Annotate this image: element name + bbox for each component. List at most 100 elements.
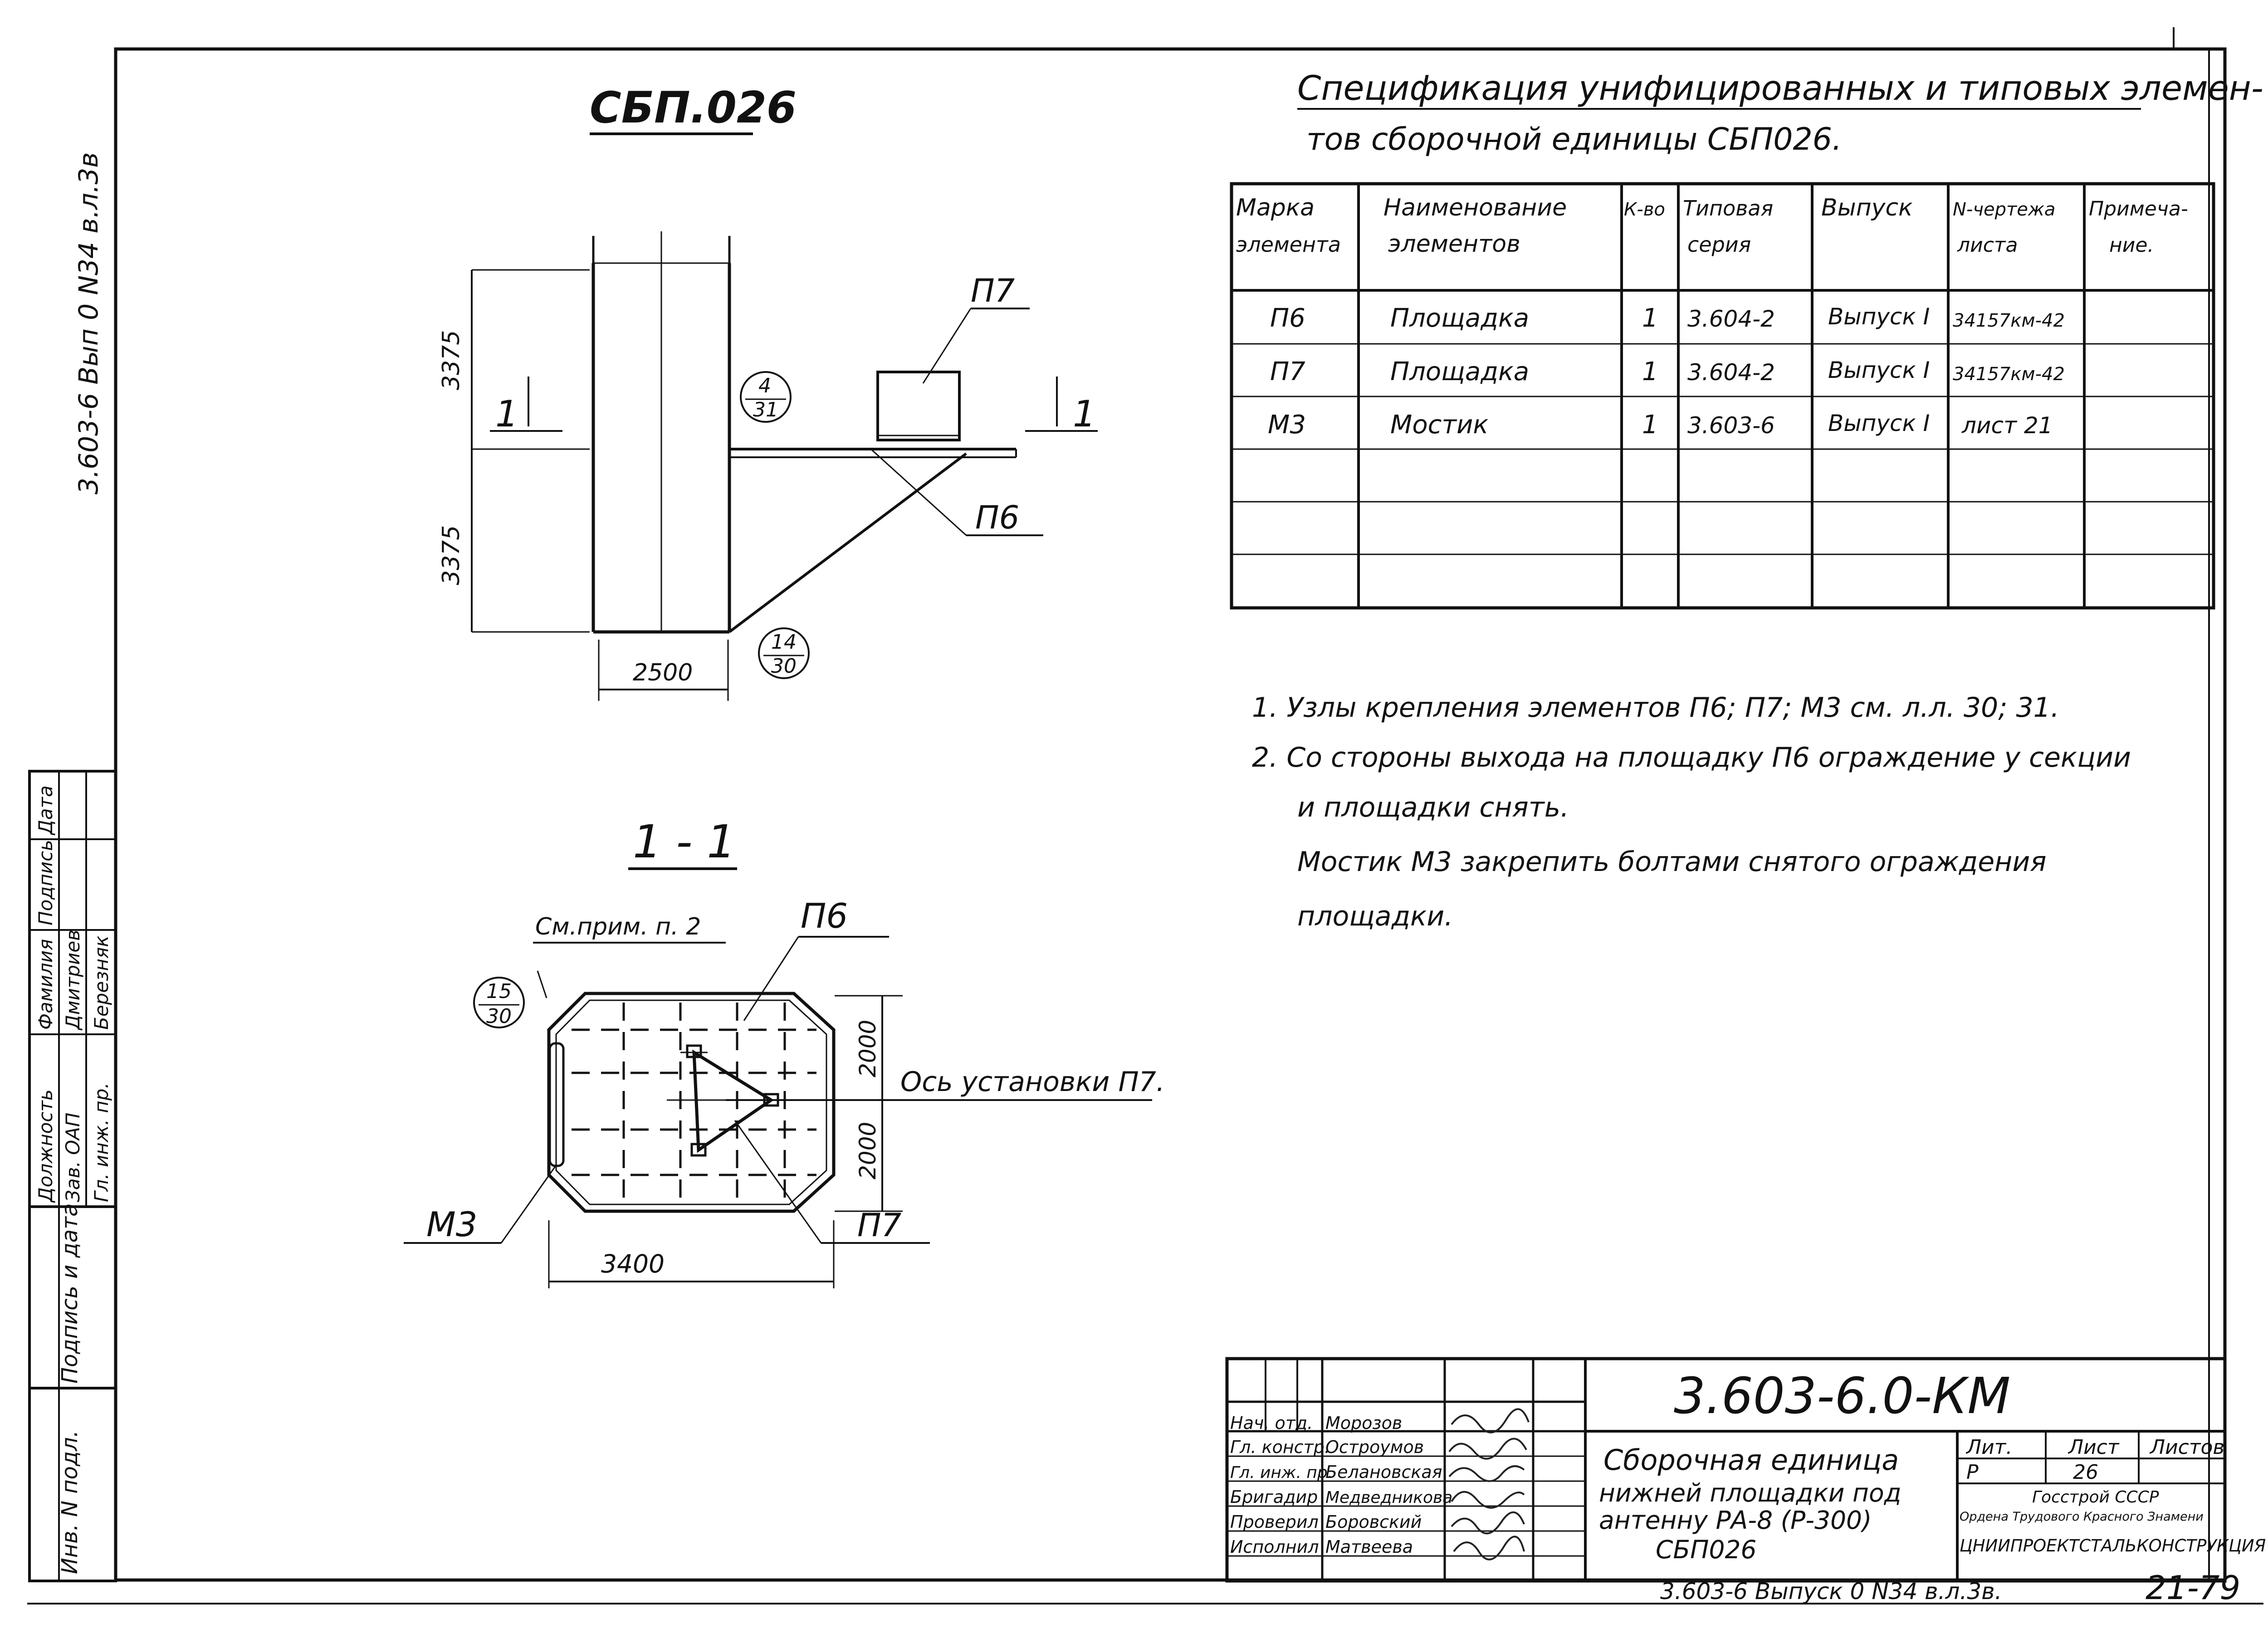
spec-row1-series: 3.604-2: [1687, 306, 1775, 332]
spec-header-name-1: Наименование: [1383, 194, 1567, 221]
label-m3-section: М3: [426, 1204, 477, 1244]
label-p6-section: П6: [801, 896, 848, 936]
staff-row4-role: Бригадир: [1230, 1487, 1318, 1507]
staff-row3-name: Белановская: [1325, 1462, 1442, 1482]
sheets-label: Листов: [2149, 1436, 2224, 1459]
spec-row1-issue: Выпуск I: [1828, 303, 1930, 330]
note-2-end: площадки.: [1297, 900, 1453, 932]
svg-text:30: 30: [771, 655, 797, 678]
label-p7-main: П7: [971, 272, 1015, 309]
svg-text:31: 31: [753, 398, 778, 421]
notes: 1. Узлы крепления элементов П6; П7; М3 с…: [1252, 692, 2131, 932]
spec-header-series-1: Типовая: [1683, 196, 1773, 220]
axis-label: Ось установки П7.: [900, 1066, 1165, 1098]
sheet-value: 26: [2073, 1461, 2098, 1484]
org-line3: ЦНИИПРОЕКТСТАЛЬКОНСТРУКЦИЯ: [1960, 1536, 2266, 1556]
section-mark-right: 1: [1073, 393, 1096, 435]
staff-row5-name: Боровский: [1325, 1512, 1422, 1532]
spec-section: Спецификация унифицированных и типовых э…: [1230, 68, 2263, 610]
stamp-inv-no: Инв. N подл.: [57, 1430, 83, 1574]
spec-title-line2: тов сборочной единицы СБП026.: [1306, 122, 1842, 157]
staff-row3-role: Гл. инж. пр.: [1230, 1463, 1333, 1482]
spec-row2-name: Площадка: [1390, 357, 1529, 386]
section-mark-left: 1: [495, 393, 518, 435]
spec-row3-series: 3.603-6: [1687, 412, 1775, 439]
main-view: СБП.026 3375 3375 2500 1: [438, 83, 1098, 701]
note-2: 2. Со стороны выхода на площадку П6 огра…: [1252, 742, 2131, 773]
lit-value: Р: [1966, 1461, 1979, 1484]
stamp-header-name: Фамилия: [34, 939, 57, 1030]
node-callout-15-30: 15 30: [473, 977, 525, 1028]
stamp-header-post: Должность: [34, 1089, 57, 1203]
desc-line2: нижней площадки под: [1599, 1478, 1901, 1507]
spec-row2-sheet: 34157км-42: [1953, 364, 2065, 385]
doc-code: 3.603-6.0-КМ: [1674, 1367, 2010, 1425]
spec-row1-sheet: 34157км-42: [1953, 310, 2065, 331]
signatures: [1448, 1408, 1530, 1561]
stamp-row1-name: Дмитриев: [62, 930, 84, 1031]
note-2-cont: и площадки снять.: [1297, 792, 1569, 823]
spec-header-qty: К-во: [1624, 199, 1665, 220]
spec-row2-series: 3.604-2: [1687, 359, 1775, 386]
spec-header-sheet-1: N-чертежа: [1953, 199, 2055, 220]
bottom-line: 3.603-6 Выпуск 0 N34 в.л.3в.: [1660, 1578, 2002, 1605]
section-view: 1 - 1 2000 2000: [404, 815, 1165, 1288]
dim-lower: 3375: [438, 525, 465, 585]
margin-code: 3.603-6 Вып 0 N34 в.л.3в: [73, 152, 104, 494]
spec-header-mark-2: элемента: [1236, 232, 1341, 257]
staff-row1-name: Морозов: [1325, 1413, 1402, 1433]
staff-row2-name: Остроумов: [1325, 1437, 1424, 1457]
spec-row2-issue: Выпуск I: [1828, 357, 1930, 383]
dim-2000-a: 2000: [855, 1020, 881, 1077]
spec-row3-name: Мостик: [1390, 410, 1488, 440]
spec-header-note-2: ние.: [2109, 234, 2154, 257]
spec-row3-mark: М3: [1268, 410, 1306, 440]
spec-row3-sheet: лист 21: [1961, 412, 2053, 439]
node-callout-14-30: 14 30: [758, 627, 810, 679]
spec-header-name-2: элементов: [1388, 230, 1520, 258]
spec-header-note-1: Примеча-: [2089, 197, 2188, 220]
spec-row1-mark: П6: [1270, 303, 1305, 333]
org-line2: Ордена Трудового Красного Знамени: [1960, 1510, 2204, 1524]
spec-row2-mark: П7: [1270, 357, 1305, 386]
stamp-row1-post: Зав. ОАП: [62, 1113, 84, 1203]
desc-line4: СБП026: [1656, 1535, 1756, 1564]
dim-2000-b: 2000: [855, 1122, 881, 1179]
spec-header-series-2: серия: [1687, 232, 1751, 257]
dim-upper: 3375: [438, 330, 465, 390]
spec-row3-qty: 1: [1642, 410, 1658, 440]
note-ref: См.прим. п. 2: [535, 913, 701, 940]
spec-title-line1: Спецификация унифицированных и типовых э…: [1297, 68, 2263, 108]
spec-row2-qty: 1: [1642, 357, 1658, 386]
sheet-label: Лист: [2068, 1436, 2120, 1459]
staff-row2-role: Гл. констр.: [1230, 1437, 1330, 1457]
left-stamp: [28, 770, 117, 1582]
staff-row4-name: Медведникова: [1325, 1488, 1452, 1507]
note-2-bridge: Мостик М3 закрепить болтами снятого огра…: [1297, 846, 2047, 878]
svg-text:4: 4: [758, 374, 771, 397]
svg-text:15: 15: [486, 980, 512, 1003]
staff-row6-role: Исполнил: [1230, 1537, 1319, 1557]
lit-label: Лит.: [1965, 1436, 2012, 1459]
main-view-title: СБП.026: [590, 83, 797, 133]
spec-table: [1230, 182, 2215, 610]
staff-row6-name: Матвеева: [1325, 1537, 1413, 1557]
spec-header-mark-1: Марка: [1236, 194, 1315, 221]
spec-header-issue: Выпуск: [1821, 194, 1913, 221]
spec-row1-qty: 1: [1642, 303, 1658, 333]
stamp-header-sign: Подпись: [34, 840, 57, 925]
section-title: 1 - 1: [633, 815, 736, 868]
stamp-sign-date: Подпись и дата: [57, 1203, 83, 1384]
stamp-row2-post: Гл. инж. пр.: [90, 1082, 112, 1202]
spec-row1-name: Площадка: [1390, 303, 1529, 333]
svg-text:14: 14: [771, 631, 797, 654]
stamp-row2-name: Березняк: [90, 935, 112, 1030]
label-p6-main: П6: [975, 499, 1019, 536]
spec-header-sheet-2: листа: [1957, 234, 2018, 257]
dim-3400: 3400: [601, 1249, 665, 1278]
bottom-number: 21-79: [2146, 1569, 2240, 1607]
desc-line1: Сборочная единица: [1603, 1443, 1899, 1477]
stamp-header-date: Дата: [34, 785, 57, 836]
label-p7-section: П7: [857, 1207, 901, 1244]
spec-row3-issue: Выпуск I: [1828, 410, 1930, 436]
